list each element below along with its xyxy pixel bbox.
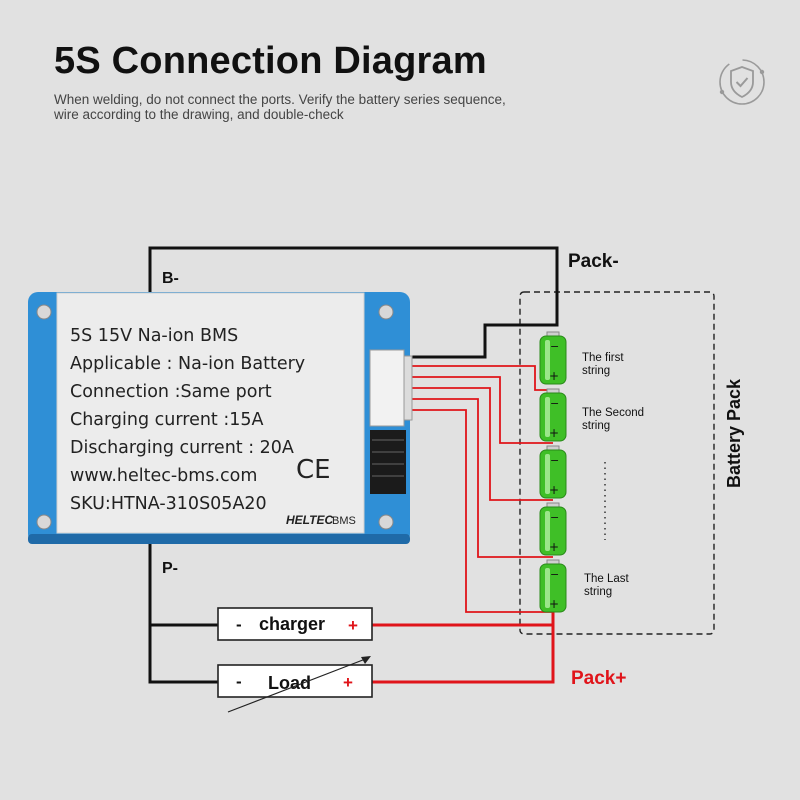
second-string-label-2: string bbox=[582, 420, 610, 432]
b-minus-wire bbox=[148, 246, 559, 359]
load-box: - Load + bbox=[217, 656, 373, 713]
battery-cell: −+ bbox=[539, 559, 567, 613]
load-plus: + bbox=[343, 673, 353, 692]
battery-cell-plus: + bbox=[549, 369, 559, 383]
battery-cell-minus: − bbox=[550, 454, 559, 467]
balance-wires bbox=[392, 365, 553, 613]
pack-plus-wire bbox=[372, 623, 555, 684]
first-string-label-2: string bbox=[582, 365, 610, 377]
pack-plus-wires bbox=[372, 612, 555, 684]
bms-label-sticker bbox=[56, 292, 365, 534]
brand-logo: HELTEC BMS bbox=[286, 513, 356, 527]
last-string-label-2: string bbox=[584, 586, 612, 598]
battery-cell: −+ bbox=[539, 331, 567, 385]
ce-mark: CE bbox=[296, 455, 331, 485]
battery-cell: −+ bbox=[539, 445, 567, 499]
balance-wire-1 bbox=[392, 365, 553, 391]
bms-spec-line-1: 5S 15V Na-ion BMS bbox=[70, 326, 238, 346]
first-string-label-1: The first bbox=[582, 352, 624, 364]
battery-cell-plus: + bbox=[549, 540, 559, 554]
load-label: Load bbox=[268, 673, 311, 693]
battery-cell-minus: − bbox=[550, 340, 559, 353]
battery-pack-outline bbox=[519, 291, 715, 635]
balance-wire-2 bbox=[392, 376, 553, 444]
charger-box: - charger + bbox=[217, 607, 373, 641]
p-minus-label: P- bbox=[162, 560, 178, 577]
shield-check-icon bbox=[719, 59, 765, 105]
screw-bottom-left bbox=[36, 514, 52, 530]
bms-board-edge bbox=[28, 534, 410, 544]
bms-spec-line-7: SKU:HTNA-310S05A20 bbox=[70, 494, 267, 514]
variable-load-arrow bbox=[227, 657, 369, 713]
battery-cell-plus: + bbox=[549, 597, 559, 611]
battery-cell-minus: − bbox=[550, 397, 559, 410]
b-minus-label: B- bbox=[162, 270, 179, 287]
battery-cell: −+ bbox=[539, 388, 567, 442]
bms-board: 5S 15V Na-ion BMS Applicable : Na-ion Ba… bbox=[28, 292, 413, 544]
load-minus: - bbox=[236, 672, 242, 691]
pack-minus-label: Pack- bbox=[568, 251, 619, 272]
pack-plus-label: Pack+ bbox=[571, 668, 626, 689]
charger-label: charger bbox=[259, 614, 325, 634]
second-string-label-1: The Second bbox=[582, 407, 644, 419]
brand-suffix: BMS bbox=[332, 515, 356, 527]
battery-cell-minus: − bbox=[550, 511, 559, 524]
battery-cell-highlight bbox=[545, 511, 550, 551]
mosfet-strip bbox=[370, 430, 406, 494]
bms-spec-line-6: www.heltec-bms.com bbox=[70, 466, 257, 486]
charger-minus: - bbox=[236, 615, 242, 634]
balance-wire-3 bbox=[392, 387, 553, 501]
bms-spec-line-4: Charging current :15A bbox=[70, 410, 264, 430]
battery-cell-minus: − bbox=[550, 568, 559, 581]
screw-top-right bbox=[378, 304, 394, 320]
page-title: 5S Connection Diagram bbox=[54, 40, 487, 82]
battery-cells: −+−+−+−+−+ bbox=[539, 331, 567, 613]
bms-spec-line-3: Connection :Same port bbox=[70, 382, 272, 402]
battery-cell: −+ bbox=[539, 502, 567, 556]
balance-connector bbox=[369, 349, 405, 427]
screw-bottom-right bbox=[378, 514, 394, 530]
bms-spec-line-5: Discharging current : 20A bbox=[70, 438, 294, 458]
charger-plus: + bbox=[348, 616, 358, 635]
battery-cell-highlight bbox=[545, 454, 550, 494]
battery-cell-highlight bbox=[545, 397, 550, 437]
brand-name: HELTEC bbox=[286, 513, 333, 527]
balance-wire-4 bbox=[392, 398, 553, 558]
battery-cell-highlight bbox=[545, 568, 550, 608]
battery-cell-plus: + bbox=[549, 483, 559, 497]
subtitle-line-2: wire according to the drawing, and doubl… bbox=[54, 107, 344, 122]
page-subtitle: When welding, do not connect the ports. … bbox=[54, 92, 654, 122]
black-wires bbox=[148, 246, 559, 684]
p-minus-wire bbox=[148, 535, 218, 684]
screw-top-left bbox=[36, 304, 52, 320]
balance-wire-5 bbox=[392, 409, 553, 613]
last-string-label-1: The Last bbox=[584, 573, 630, 585]
subtitle-line-1: When welding, do not connect the ports. … bbox=[54, 92, 506, 107]
battery-cell-highlight bbox=[545, 340, 550, 380]
battery-cell-plus: + bbox=[549, 426, 559, 440]
battery-pack-label: Battery Pack bbox=[724, 378, 744, 488]
bms-spec-line-2: Applicable : Na-ion Battery bbox=[70, 354, 305, 374]
